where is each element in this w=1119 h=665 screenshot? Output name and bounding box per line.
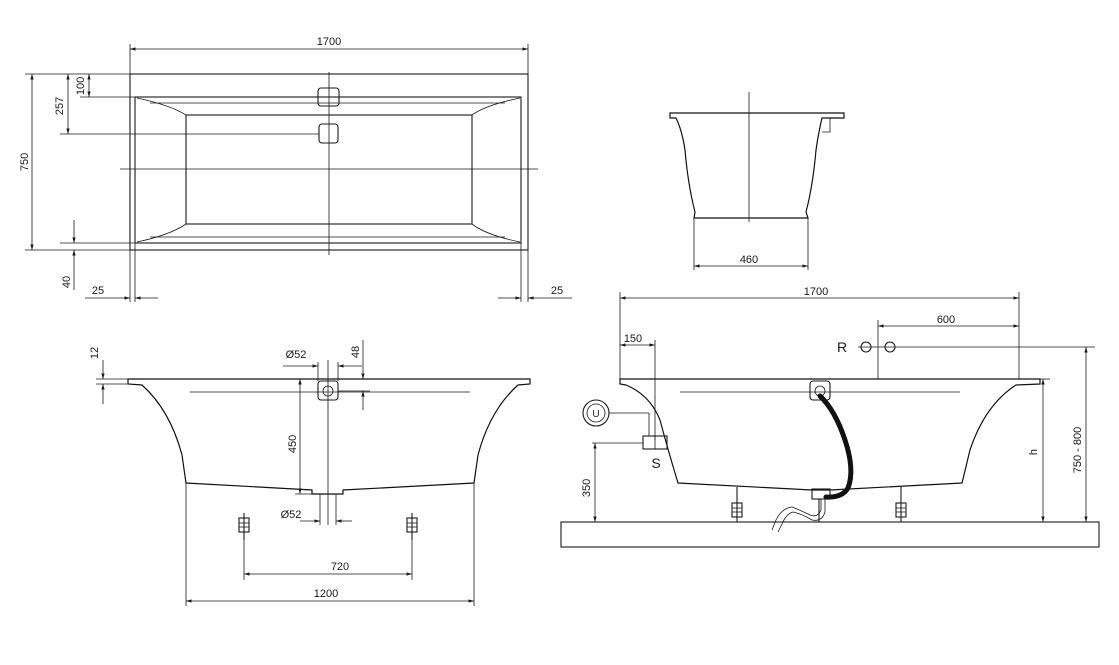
dim-drain-diameter: Ø52 [281, 509, 302, 521]
dim-depth: 450 [287, 435, 299, 453]
dim-top-width: 750 [19, 153, 31, 171]
label-u: U [592, 409, 599, 420]
dim-left-rim-25: 25 [92, 285, 104, 297]
dim-r-height: 750 - 800 [1072, 427, 1084, 473]
dim-floor-length: 1200 [314, 588, 338, 600]
dim-rim-thickness: 12 [89, 347, 101, 359]
front-view: 12 Ø52 48 450 Ø52 720 1200 [89, 340, 531, 606]
top-view: 1700 750 100 257 40 25 25 [19, 36, 572, 302]
top-inner-rim [134, 96, 522, 244]
dim-s-height: 350 [581, 479, 593, 497]
dim-rim-40: 40 [61, 276, 73, 288]
label-r: R [837, 339, 847, 355]
dim-feet-spacing: 720 [331, 561, 349, 573]
end-view-overflow [822, 117, 831, 133]
installation-view: 1700 600 R 150 U S 350 h 750 - [560, 286, 1100, 548]
install-tub-body [619, 378, 1041, 491]
dim-overflow-diameter: Ø52 [286, 349, 307, 361]
dim-overflow-offset: 100 [75, 77, 87, 95]
label-h: h [1028, 449, 1040, 455]
front-foot-right [406, 513, 418, 540]
dim-install-length: 1700 [804, 286, 828, 298]
end-view: 460 [669, 92, 845, 270]
label-s: S [651, 455, 660, 471]
install-overflow-hose [817, 393, 854, 500]
install-drain-pipe [771, 499, 826, 533]
dim-top-length: 1700 [317, 36, 341, 48]
install-overflow-fitting [809, 380, 831, 401]
dim-s-offset: 150 [624, 333, 642, 345]
top-edge-lines [150, 102, 505, 238]
dim-end-width: 460 [740, 254, 758, 266]
install-foot-right [895, 487, 907, 522]
top-basin-slopes [136, 97, 521, 243]
install-base-platform [560, 521, 1100, 548]
u-symbol-inner [586, 403, 606, 423]
dim-r-offset: 600 [937, 314, 955, 326]
end-view-tub-body [669, 112, 845, 219]
drain-fitting [318, 123, 339, 144]
dim-drain-offset: 257 [54, 97, 66, 115]
front-foot-left [238, 513, 250, 540]
dim-right-rim-25: 25 [551, 285, 563, 297]
front-view-tub-body [127, 378, 531, 495]
install-foot-left [731, 487, 743, 522]
dim-overflow-height: 48 [350, 346, 362, 358]
